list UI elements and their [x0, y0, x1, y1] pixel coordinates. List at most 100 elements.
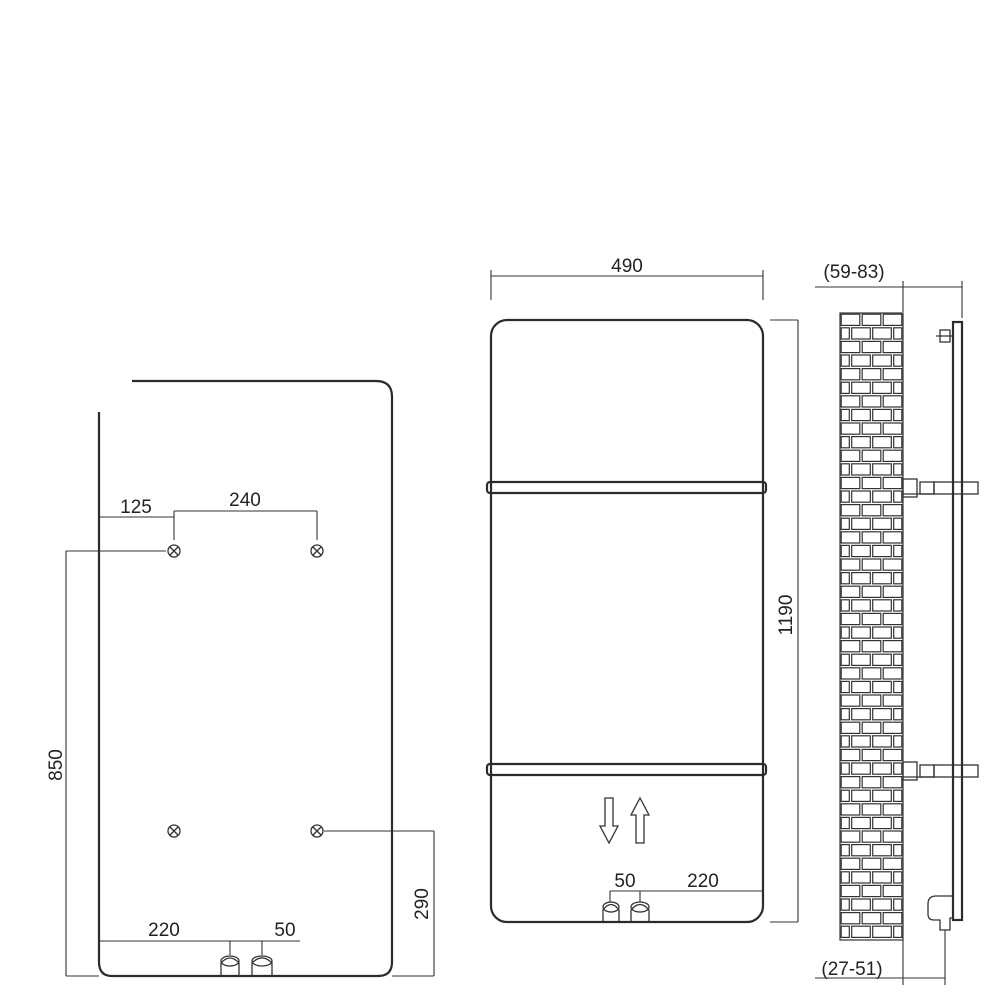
brick — [851, 871, 871, 884]
brick — [840, 639, 861, 653]
brick — [872, 571, 892, 585]
brick — [840, 667, 861, 680]
brick — [882, 612, 903, 626]
brick — [840, 816, 850, 830]
svg-text:(59-83): (59-83) — [823, 262, 884, 283]
svg-text:(27-51): (27-51) — [821, 959, 882, 980]
brick — [861, 504, 882, 517]
brick — [851, 463, 871, 476]
brick — [872, 408, 892, 422]
brick — [840, 449, 861, 463]
brick — [882, 857, 903, 871]
brick — [840, 558, 861, 571]
brick — [861, 857, 882, 871]
valve-left-front — [602, 901, 620, 922]
dim-850: 850 — [46, 550, 166, 977]
brick — [851, 408, 871, 422]
brick — [861, 340, 882, 354]
dim-59-83: (59-83) — [815, 262, 963, 318]
brick — [882, 476, 903, 490]
brick — [882, 639, 903, 653]
brick — [861, 313, 882, 327]
brick — [872, 381, 892, 395]
brick — [840, 340, 861, 354]
brick — [851, 436, 871, 449]
brick — [893, 544, 903, 558]
brick — [840, 463, 850, 476]
brick — [861, 612, 882, 626]
brick — [872, 626, 892, 639]
svg-text:240: 240 — [229, 490, 261, 511]
brick — [840, 707, 850, 721]
brick — [840, 735, 850, 748]
brick — [861, 830, 882, 843]
brick — [893, 680, 903, 694]
brick — [882, 830, 903, 843]
brick — [882, 667, 903, 680]
brick — [872, 816, 892, 830]
brick — [840, 504, 861, 517]
brick — [851, 843, 871, 857]
brick — [861, 694, 882, 707]
valve-right-front — [630, 901, 650, 922]
brick — [840, 857, 861, 871]
brick — [882, 313, 903, 327]
brick — [851, 599, 871, 612]
brick — [861, 558, 882, 571]
brick — [882, 775, 903, 789]
dim-27-51: (27-51) — [815, 930, 946, 985]
bracket-bottom-left — [167, 824, 181, 838]
brick — [840, 775, 861, 789]
side-top-cap — [936, 329, 953, 343]
brick — [882, 585, 903, 599]
brick — [840, 354, 850, 367]
brick — [861, 422, 882, 435]
svg-text:850: 850 — [46, 749, 67, 781]
brick — [893, 925, 903, 939]
brick — [872, 490, 892, 503]
valve-right-rear — [251, 955, 273, 976]
brick — [893, 490, 903, 503]
brick — [893, 599, 903, 612]
brick — [882, 721, 903, 735]
brick — [872, 925, 892, 939]
brick — [893, 517, 903, 531]
brick — [872, 354, 892, 367]
brick — [840, 408, 850, 422]
svg-text:490: 490 — [611, 256, 643, 277]
brick — [893, 871, 903, 884]
brick — [882, 368, 903, 381]
dim-240: 240 — [174, 490, 318, 540]
brick — [861, 884, 882, 898]
brick — [840, 680, 850, 694]
brick — [893, 653, 903, 667]
brick — [872, 843, 892, 857]
brick — [840, 368, 861, 381]
brick — [840, 571, 850, 585]
svg-text:1190: 1190 — [776, 595, 797, 636]
brick — [861, 531, 882, 544]
brick — [851, 571, 871, 585]
brick — [861, 803, 882, 816]
brick — [893, 408, 903, 422]
brick — [872, 707, 892, 721]
front-panel-outline — [489, 318, 765, 924]
brick — [840, 803, 861, 816]
brick — [840, 544, 850, 558]
brick — [872, 463, 892, 476]
brick — [861, 639, 882, 653]
rear-panel-outline — [97, 379, 394, 978]
bracket-top-right — [310, 544, 324, 558]
brick — [882, 395, 903, 408]
brick — [840, 694, 861, 707]
brick — [872, 735, 892, 748]
brick — [840, 476, 861, 490]
brick — [872, 680, 892, 694]
brick — [840, 517, 850, 531]
brick — [882, 422, 903, 435]
brick — [840, 871, 850, 884]
brick — [851, 789, 871, 803]
brick — [840, 490, 850, 503]
brick — [872, 517, 892, 531]
brick — [840, 911, 861, 925]
